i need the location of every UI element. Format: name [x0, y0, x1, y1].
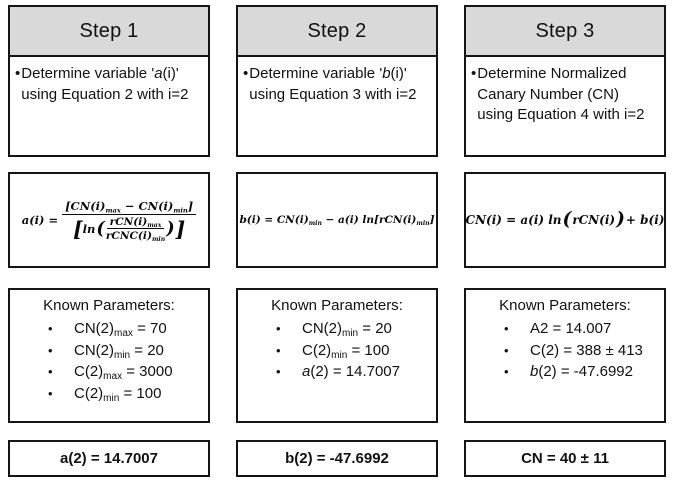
step1-header-desc-box: Step 1 • Determine variable 'a(i)' using…: [8, 5, 210, 157]
parameter-item: • C(2)max = 3000: [48, 363, 173, 382]
parameters-title: Known Parameters:: [271, 297, 403, 314]
step2-title: Step 2: [307, 19, 367, 42]
parameter-item: • CN(2)min = 20: [276, 320, 392, 339]
step1-result-box: a(2) = 14.7007: [8, 440, 210, 477]
bullet-marker: •: [48, 321, 53, 336]
equation-b-of-i: b(i) = CN(i)min − a(i) ln[rCN(i)min]: [239, 214, 435, 228]
step2-equation-box: b(i) = CN(i)min − a(i) ln[rCN(i)min]: [236, 172, 438, 268]
step3-title: Step 3: [535, 19, 595, 42]
step1-equation-box: a(i) = [CN(i)max − CN(i)min] [ ln ( rCN(…: [8, 172, 210, 268]
bullet-marker: •: [471, 65, 477, 82]
parameters-title: Known Parameters:: [499, 297, 631, 314]
parameters-list: • CN(2)max = 70 • CN(2)min = 20 • C(2)ma…: [48, 318, 208, 404]
parameter-item: • C(2) = 388 ± 413: [504, 340, 664, 362]
step2-result-value: b(2) = -47.6992: [285, 450, 389, 467]
step3-description: • Determine Normalized Canary Number (CN…: [466, 57, 664, 126]
parameter-item: • a(2) = 14.7007: [276, 361, 436, 383]
step1-description: • Determine variable 'a(i)' using Equati…: [10, 57, 208, 105]
step3-equation-box: CN(i) = a(i) ln(rCN(i)) + b(i): [464, 172, 666, 268]
step2-header-desc-box: Step 2 • Determine variable 'b(i)' using…: [236, 5, 438, 157]
step2-header: Step 2: [238, 7, 436, 57]
parameter-item: • CN(2)min = 20: [48, 341, 164, 361]
parameters-list: • A2 = 14.007 • C(2) = 388 ± 413 • b(2) …: [504, 318, 664, 383]
step3-header: Step 3: [466, 7, 664, 57]
step3-result-value: CN = 40 ± 11: [521, 450, 609, 467]
parameters-title: Known Parameters:: [43, 297, 175, 314]
step1-title: Step 1: [79, 19, 139, 42]
parameter-item: • C(2)min = 100: [48, 384, 162, 404]
inner-fraction: rCN(i)max rCNC(i)min: [105, 215, 166, 243]
bullet-marker: •: [276, 342, 281, 358]
bullet-marker: •: [15, 65, 21, 82]
bullet-marker: •: [243, 65, 249, 82]
parameter-item: • b(2) = -47.6992: [504, 361, 664, 383]
bullet-marker: •: [504, 321, 509, 336]
step3-result-box: CN = 40 ± 11: [464, 440, 666, 477]
step1-header: Step 1: [10, 7, 208, 57]
bullet-marker: •: [48, 364, 53, 379]
step3-parameters-box: Known Parameters: • A2 = 14.007 • C(2) =…: [464, 288, 666, 423]
bullet-marker: •: [504, 342, 509, 358]
parameters-list: • CN(2)min = 20 • C(2)min = 100 • a(2) =…: [276, 318, 436, 383]
equation-a-of-i: a(i) = [CN(i)max − CN(i)min] [ ln ( rCN(…: [22, 199, 197, 243]
bullet-marker: •: [276, 321, 281, 336]
fraction-denominator: [ ln ( rCN(i)max rCNC(i)min ) ]: [73, 215, 186, 243]
step1-result-value: a(2) = 14.7007: [60, 450, 158, 467]
bullet-marker: •: [276, 364, 281, 379]
step2-parameters-box: Known Parameters: • CN(2)min = 20 • C(2)…: [236, 288, 438, 423]
step3-header-desc-box: Step 3 • Determine Normalized Canary Num…: [464, 5, 666, 157]
step1-description-text: Determine variable 'a(i)' using Equation…: [21, 65, 189, 103]
step3-description-text: Determine Normalized Canary Number (CN) …: [477, 65, 645, 124]
fraction-numerator: [CN(i)max − CN(i)min]: [62, 199, 197, 215]
step2-result-box: b(2) = -47.6992: [236, 440, 438, 477]
bullet-marker: •: [48, 385, 53, 401]
main-fraction: [CN(i)max − CN(i)min] [ ln ( rCN(i)max r…: [62, 199, 197, 243]
steps-grid: Step 1 • Determine variable 'a(i)' using…: [8, 5, 666, 477]
bullet-marker: •: [504, 364, 509, 379]
parameter-item: • A2 = 14.007: [504, 318, 664, 340]
bullet-marker: •: [48, 342, 53, 358]
parameter-item: • CN(2)max = 70: [48, 320, 167, 339]
step1-parameters-box: Known Parameters: • CN(2)max = 70 • CN(2…: [8, 288, 210, 423]
step2-description-text: Determine variable 'b(i)' using Equation…: [249, 65, 417, 103]
step2-description: • Determine variable 'b(i)' using Equati…: [238, 57, 436, 105]
parameter-item: • C(2)min = 100: [276, 341, 390, 361]
equation-cn-of-i: CN(i) = a(i) ln(rCN(i)) + b(i): [465, 209, 665, 230]
